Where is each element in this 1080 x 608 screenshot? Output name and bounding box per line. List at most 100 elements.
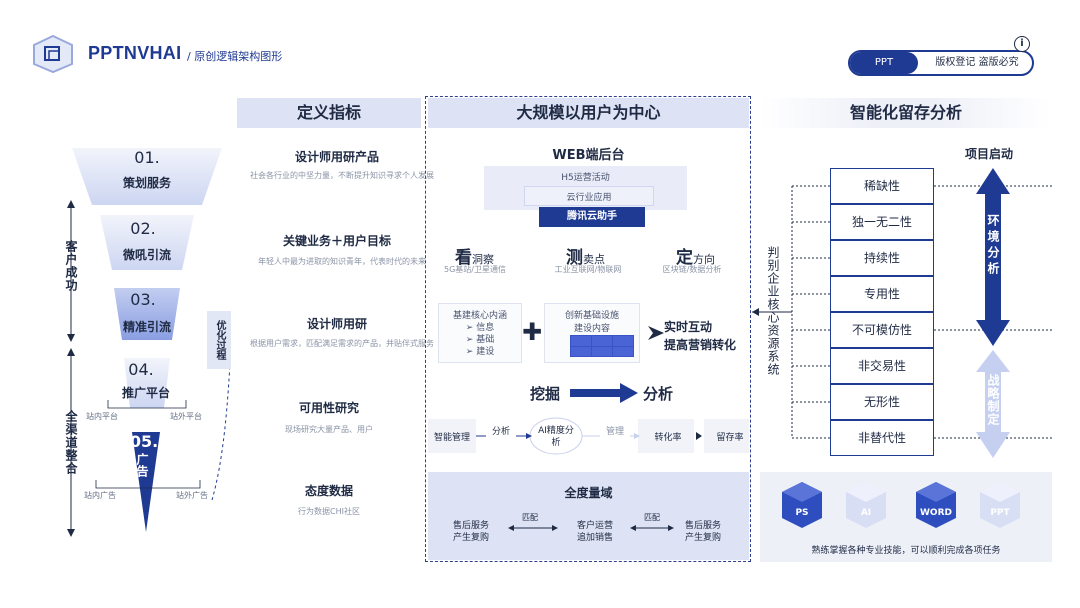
base-item-info: ➢ 信息 xyxy=(465,323,495,333)
skill-ppt: PPT xyxy=(990,508,1010,518)
quant-item-2: 客户运营追加销售 xyxy=(576,521,613,543)
define-desc-5: 行为数据CHI社区 xyxy=(298,507,360,516)
double-arrow-icon-2 xyxy=(630,525,674,531)
skill-ai: AI xyxy=(860,508,872,518)
funnel-label-2: 微吼引流 xyxy=(122,248,171,262)
brand-subtitle: / 原创逻辑架构图形 xyxy=(187,50,283,63)
quant-panel xyxy=(428,472,749,560)
funnel-num-4: 04. xyxy=(128,360,154,379)
right-header: 智能化留存分析 xyxy=(760,98,1052,128)
funnel-num-5: 05. xyxy=(129,432,159,451)
arrow-label-env: 环境分析 xyxy=(986,214,1000,278)
define-desc-3: 根据用户需求，匹配满足需求的产品，并贴伴式服务 xyxy=(250,339,434,348)
tag-non-tradable: 非交易性 xyxy=(830,348,934,384)
optimize-process-label: 优化过程 xyxy=(207,311,231,369)
skill-ps: PS xyxy=(795,508,809,518)
analyze-label: 分析 xyxy=(643,385,674,403)
bracket-lines xyxy=(752,185,830,439)
define-title-5: 态度数据 xyxy=(304,484,353,498)
double-vertical-arrow xyxy=(976,168,1010,458)
realtime-label: 实时互动提高营销转化 xyxy=(664,320,737,352)
web-backend-title: WEB端后台 xyxy=(552,148,625,163)
double-arrow-icon xyxy=(508,525,558,531)
tag-scarce: 稀缺性 xyxy=(830,168,934,204)
side-label-omnichannel: 全渠道整合 xyxy=(64,410,78,475)
skills-caption: 熟练掌握各种专业技能，可以顺利完成各项任务 xyxy=(811,546,1001,556)
flow-retention: 留存率 xyxy=(716,433,744,443)
match-label-2: 匹配 xyxy=(644,513,660,522)
arrow-label-strategy: 战略制定 xyxy=(986,374,1000,426)
mine-label: 挖掘 xyxy=(530,385,561,403)
arrow-right-icon xyxy=(570,383,638,403)
project-start-label: 项目启动 xyxy=(965,147,1014,161)
funnel-label-4: 推广平台 xyxy=(121,386,170,400)
trio-see-sub: 5G基站/卫星通信 xyxy=(444,265,506,274)
tag-specialized: 专用性 xyxy=(830,276,934,312)
sub-outer-ads: 站外广告 xyxy=(176,491,208,500)
quant-title: 全度量域 xyxy=(564,486,613,500)
trio-decide-sub: 区块链/数据分析 xyxy=(662,265,722,274)
sub-inner-ads: 站内广告 xyxy=(84,491,116,500)
funnel-num-2: 02. xyxy=(130,219,156,238)
trio-test: 测卖点 xyxy=(566,248,605,268)
define-desc-2: 年轻人中最为进取的知识青年，代表时代的未来 xyxy=(258,257,426,266)
define-title-2: 关键业务＋用户目标 xyxy=(282,234,391,248)
funnel-num-1: 01. xyxy=(134,148,160,167)
new-infra-sub: 建设内容 xyxy=(573,324,610,334)
new-infra-box: 创新基础设施 建设内容 xyxy=(544,303,640,363)
stack-label-cloud: 云行业应用 xyxy=(566,193,612,203)
flow-manage-label: 管理 xyxy=(600,424,630,437)
new-infra-title: 创新基础设施 xyxy=(564,311,619,321)
tag-intangible: 无形性 xyxy=(830,384,934,420)
base-core-box: 基建核心内涵 ➢ 信息 ➢ 基础 ➢ 建设 xyxy=(438,303,522,363)
trio-see: 看洞察 xyxy=(455,248,494,268)
base-item-foundation: ➢ 基础 xyxy=(465,335,495,345)
chevron-right-icon xyxy=(648,326,664,340)
define-title-1: 设计师用研产品 xyxy=(294,150,379,164)
funnel-label-1: 策划服务 xyxy=(122,176,171,190)
pill-copyright-label: 版权登记 盗版必究 xyxy=(935,57,1019,68)
stack-label-h5: H5运营活动 xyxy=(561,173,610,183)
pill-ppt-label[interactable]: PPT xyxy=(850,52,918,74)
define-desc-1: 社会各行业的中坚力量，不断提升知识寻求个人发展 xyxy=(250,171,434,180)
info-icon[interactable]: i xyxy=(1014,36,1030,52)
flow-smart-mgmt: 智能管理 xyxy=(433,433,470,443)
sub-inner-platform: 站内平台 xyxy=(86,412,118,421)
brand-name: PPTNVHAI xyxy=(88,43,182,63)
stack-layer-cloud xyxy=(524,186,654,206)
tag-sustainable: 持续性 xyxy=(830,240,934,276)
sub-outer-platform: 站外平台 xyxy=(170,412,202,421)
define-header: 定义指标 xyxy=(237,98,421,128)
base-item-build: ➢ 建设 xyxy=(465,347,495,357)
skill-cubes xyxy=(782,482,1020,528)
plus-icon: ✚ xyxy=(522,318,543,346)
funnel-num-3: 03. xyxy=(130,290,156,309)
resource-system-label: 判别企业核心资源系统 xyxy=(766,246,780,376)
trio-decide: 定方向 xyxy=(676,248,715,268)
center-header: 大规模以用户为中心 xyxy=(428,98,749,128)
flow-ai-analysis: AI精度分析 xyxy=(538,426,574,448)
funnel-graphic xyxy=(67,148,230,537)
base-core-title: 基建核心内涵 xyxy=(452,311,507,321)
logo-icon xyxy=(32,34,74,74)
quant-item-3: 售后服务产生复购 xyxy=(684,521,721,543)
flow-analyze-label: 分析 xyxy=(486,424,516,437)
stack-label-assistant: 腾讯云助手 xyxy=(539,207,645,227)
funnel-label-5: 广告 xyxy=(135,453,149,477)
define-title-3: 设计师用研 xyxy=(306,317,367,331)
infra-grid-icon xyxy=(570,335,634,357)
flow-conversion: 转化率 xyxy=(654,433,682,443)
match-label-1: 匹配 xyxy=(522,513,538,522)
side-label-customer-success: 客户成功 xyxy=(64,240,78,292)
quant-item-1: 售后服务产生复购 xyxy=(452,521,489,543)
tag-inimitable: 不可模仿性 xyxy=(830,312,934,348)
define-desc-4: 现场研究大量产品、用户 xyxy=(285,425,373,434)
trio-test-sub: 工业互联网/物联网 xyxy=(554,265,622,274)
skill-word: WORD xyxy=(920,508,952,518)
tag-irreplaceable: 非替代性 xyxy=(830,420,934,456)
tag-unique: 独一无二性 xyxy=(830,204,934,240)
funnel-label-3: 精准引流 xyxy=(122,320,171,334)
define-title-4: 可用性研究 xyxy=(298,401,359,415)
flow-graphic xyxy=(428,417,749,455)
center-frame xyxy=(425,96,751,562)
